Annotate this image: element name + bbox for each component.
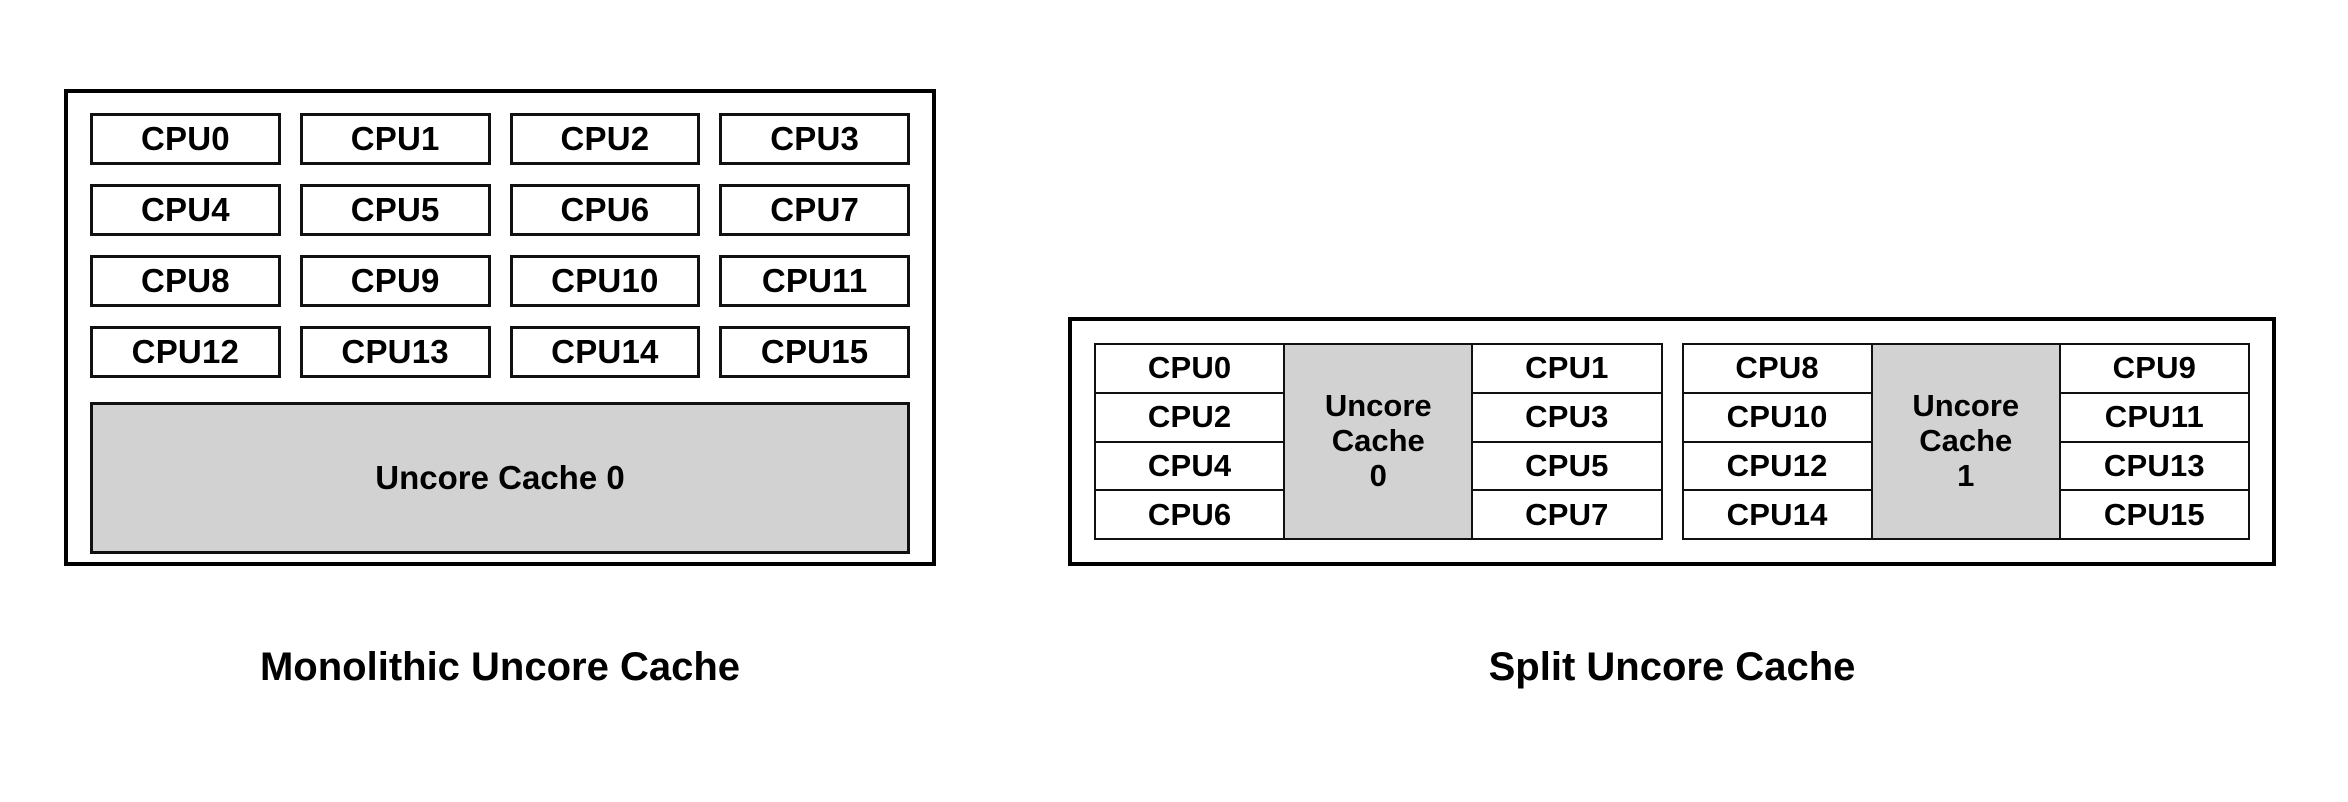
split-caption: Split Uncore Cache xyxy=(1488,645,1856,689)
cpu-box: CPU5 xyxy=(1471,440,1663,492)
uncore-cache-block: Uncore Cache 0 xyxy=(1283,343,1474,540)
uncore-cache-line-3: 1 xyxy=(1957,457,1975,493)
cpu-box: CPU6 xyxy=(1094,489,1286,540)
uncore-cache-line-2: Cache xyxy=(1331,423,1425,459)
cpu-box: CPU12 xyxy=(1681,440,1873,492)
uncore-cache-line-3: 0 xyxy=(1369,457,1387,493)
cpu-box: CPU3 xyxy=(1471,391,1663,443)
cpu-box: CPU15 xyxy=(2058,489,2250,540)
split-cluster-right-column: CPU9 CPU11 CPU13 CPU15 xyxy=(2058,343,2250,540)
uncore-cache-line-1: Uncore xyxy=(1912,388,2020,424)
monolithic-uncore-cache-panel: CPU0 CPU1 CPU2 CPU3 CPU4 CPU5 CPU6 CPU7 … xyxy=(64,89,936,566)
cpu-box: CPU4 xyxy=(90,184,281,236)
cpu-box: CPU14 xyxy=(1681,489,1873,540)
uncore-cache-line-2: Cache xyxy=(1919,423,2013,459)
split-uncore-cache-panel: CPU0 CPU2 CPU4 CPU6 Uncore Cache 0 CPU1 … xyxy=(1068,317,2276,566)
cpu-box: CPU11 xyxy=(719,255,910,307)
cpu-box: CPU12 xyxy=(90,326,281,378)
cpu-box: CPU13 xyxy=(299,326,491,378)
cpu-box: CPU13 xyxy=(2058,440,2250,492)
split-cluster: CPU0 CPU2 CPU4 CPU6 Uncore Cache 0 CPU1 … xyxy=(1094,343,1663,540)
cpu-box: CPU10 xyxy=(1681,391,1873,443)
cpu-box: CPU3 xyxy=(719,113,910,165)
split-cluster-left-column: CPU8 CPU10 CPU12 CPU14 xyxy=(1681,343,1873,540)
cpu-box: CPU2 xyxy=(509,113,701,165)
cpu-box: CPU14 xyxy=(509,326,701,378)
uncore-cache-line-1: Uncore xyxy=(1324,388,1432,424)
monolithic-caption: Monolithic Uncore Cache xyxy=(259,645,741,689)
cpu-box: CPU2 xyxy=(1094,391,1286,443)
cpu-box: CPU0 xyxy=(1094,343,1286,394)
cpu-box: CPU4 xyxy=(1094,440,1286,492)
cpu-box: CPU7 xyxy=(1471,489,1663,540)
cpu-box: CPU6 xyxy=(509,184,701,236)
monolithic-cpu-grid: CPU0 CPU1 CPU2 CPU3 CPU4 CPU5 CPU6 CPU7 … xyxy=(90,113,910,378)
uncore-cache-block: Uncore Cache 0 xyxy=(90,402,910,554)
cpu-box: CPU11 xyxy=(2058,391,2250,443)
cpu-box: CPU8 xyxy=(90,255,281,307)
cpu-box: CPU7 xyxy=(719,184,910,236)
cpu-box: CPU15 xyxy=(719,326,910,378)
cpu-box: CPU9 xyxy=(299,255,491,307)
cpu-box: CPU1 xyxy=(299,113,491,165)
split-cluster-right-column: CPU1 CPU3 CPU5 CPU7 xyxy=(1471,343,1663,540)
split-cluster-left-column: CPU0 CPU2 CPU4 CPU6 xyxy=(1094,343,1286,540)
cpu-box: CPU0 xyxy=(90,113,281,165)
cpu-box: CPU8 xyxy=(1681,343,1873,394)
cpu-box: CPU1 xyxy=(1471,343,1663,394)
split-cluster: CPU8 CPU10 CPU12 CPU14 Uncore Cache 1 CP… xyxy=(1681,343,2250,540)
uncore-cache-block: Uncore Cache 1 xyxy=(1870,343,2061,540)
cpu-box: CPU5 xyxy=(299,184,491,236)
cpu-box: CPU9 xyxy=(2058,343,2250,394)
cpu-box: CPU10 xyxy=(509,255,701,307)
